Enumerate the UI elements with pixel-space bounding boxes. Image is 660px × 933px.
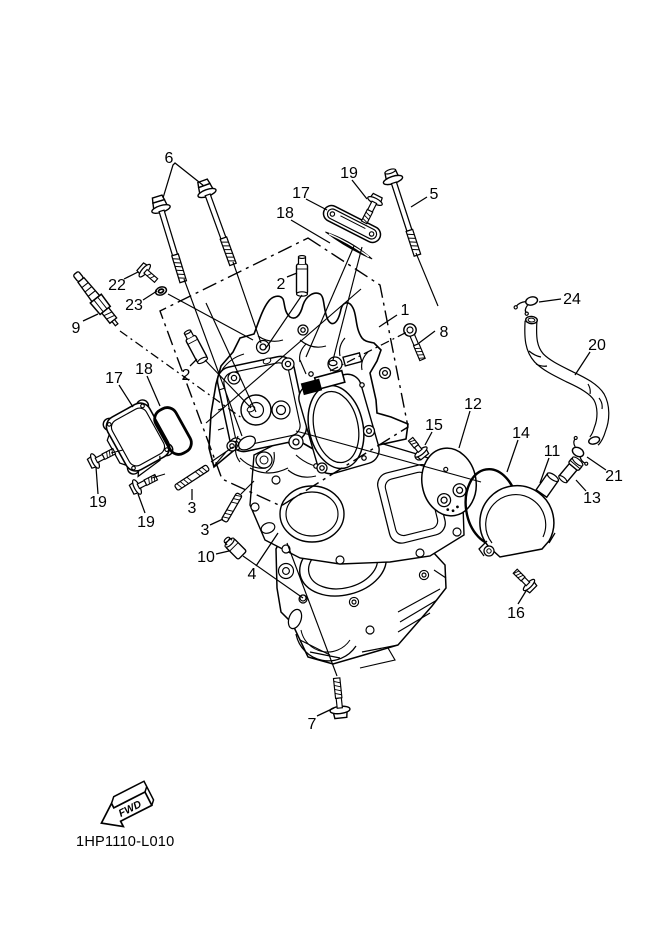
svg-text:22: 22 bbox=[108, 277, 126, 294]
svg-text:1: 1 bbox=[401, 302, 410, 319]
svg-text:19: 19 bbox=[89, 494, 107, 511]
svg-text:7: 7 bbox=[308, 716, 317, 733]
svg-text:12: 12 bbox=[464, 396, 482, 413]
svg-text:18: 18 bbox=[276, 205, 294, 222]
svg-text:9: 9 bbox=[72, 320, 81, 337]
svg-text:6: 6 bbox=[165, 150, 174, 167]
svg-text:17: 17 bbox=[105, 370, 123, 387]
svg-text:18: 18 bbox=[135, 361, 153, 378]
svg-text:17: 17 bbox=[292, 185, 310, 202]
svg-text:5: 5 bbox=[430, 186, 439, 203]
svg-text:15: 15 bbox=[425, 417, 443, 434]
svg-text:21: 21 bbox=[605, 468, 623, 485]
svg-text:14: 14 bbox=[512, 425, 530, 442]
svg-text:13: 13 bbox=[583, 490, 601, 507]
svg-text:8: 8 bbox=[440, 324, 449, 341]
svg-text:2: 2 bbox=[182, 367, 191, 384]
svg-text:19: 19 bbox=[137, 514, 155, 531]
svg-text:3: 3 bbox=[188, 500, 197, 517]
svg-text:23: 23 bbox=[125, 297, 143, 314]
svg-text:24: 24 bbox=[563, 291, 581, 308]
svg-text:4: 4 bbox=[248, 566, 257, 583]
svg-text:3: 3 bbox=[201, 522, 210, 539]
svg-text:19: 19 bbox=[340, 165, 358, 182]
svg-text:2: 2 bbox=[277, 276, 286, 293]
svg-text:10: 10 bbox=[197, 549, 215, 566]
svg-text:16: 16 bbox=[507, 605, 525, 622]
svg-text:20: 20 bbox=[588, 337, 606, 354]
svg-text:11: 11 bbox=[544, 443, 561, 460]
svg-text:1HP1110-L010: 1HP1110-L010 bbox=[76, 834, 174, 850]
